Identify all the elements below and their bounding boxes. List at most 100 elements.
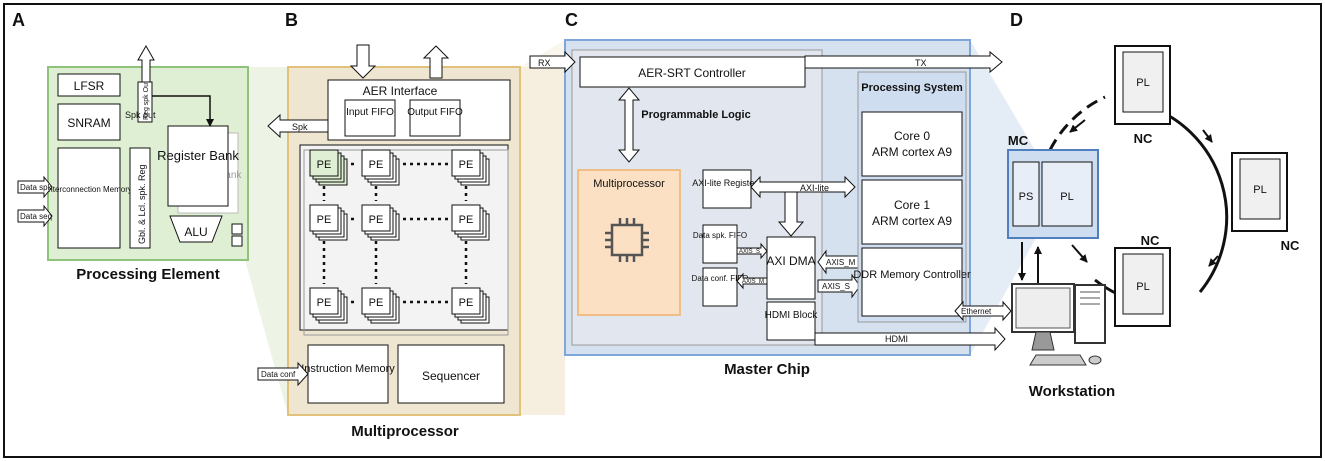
pe-stack-layer	[309, 287, 339, 315]
alu-side-box-2	[231, 235, 243, 247]
nc-top-pl	[1122, 51, 1164, 113]
data-conf-arrow	[257, 361, 309, 387]
panel-d-caption: Workstation	[1029, 383, 1115, 400]
tx-label: TX	[915, 58, 927, 68]
aer-input-arrow	[349, 44, 377, 79]
zoom-a-projection	[245, 67, 288, 415]
axis-m-right-label: AXIS_M	[826, 258, 856, 267]
nc-right-pl-label: PL	[1253, 184, 1266, 196]
ring-right	[1144, 103, 1229, 293]
panel-a-letter: A	[12, 10, 25, 30]
mc-label: MC	[1008, 133, 1029, 148]
outer-frame	[3, 3, 1322, 458]
interconnection-label: Interconnection Memory	[46, 185, 132, 194]
nc-top-label: NC	[1134, 131, 1153, 146]
pe-label: PE	[317, 214, 332, 226]
core1-block	[861, 179, 963, 245]
register-bank-label: Register Bank	[157, 148, 239, 163]
core1-label: Core 1	[894, 198, 930, 212]
axi-lite-arrow	[750, 175, 856, 199]
hdmi-arrow	[814, 326, 1006, 352]
axi-dma-down-arrow	[777, 191, 805, 237]
panel-d-letter: D	[1010, 10, 1023, 30]
core0-arm-label: ARM cortex A9	[872, 145, 952, 159]
sequencer-block	[397, 344, 505, 404]
spk-out-arrow	[137, 44, 155, 83]
reg-spk-out-label: Reg spk Out	[143, 81, 150, 120]
alu-block	[169, 215, 223, 243]
axis-s-right-label: AXIS_S	[822, 282, 850, 291]
axis-s-arrow-left	[736, 242, 768, 260]
pe-stack-layer	[451, 204, 481, 232]
input-fifo-label: Input FIFO	[346, 107, 394, 118]
spk-label: Spk	[292, 122, 308, 132]
data-conf-fifo-block	[702, 267, 738, 307]
instruction-memory-label: Instruction Memory	[301, 363, 395, 375]
data-seq-arrow	[17, 204, 53, 228]
mc-pl-label: PL	[1060, 191, 1073, 203]
tx-arrow	[804, 50, 1003, 74]
ethernet-label: Ethernet	[961, 307, 992, 316]
pe-label: PE	[317, 159, 332, 171]
interconnection-memory-block	[57, 147, 121, 249]
register-bank-block	[167, 125, 229, 207]
gbl-reg-label: Gbl. & Lcl. spk. Reg	[137, 164, 147, 244]
core1-arm-label: ARM cortex A9	[872, 214, 952, 228]
ring-arrow-1	[1069, 119, 1086, 133]
pl-vertical-arrow	[617, 87, 641, 163]
pe-label: PE	[369, 214, 384, 226]
processing-system-label: Processing System	[861, 82, 963, 94]
ring-arrow-2	[1202, 129, 1213, 143]
pe-label: PE	[459, 159, 474, 171]
programmable-logic-label: Programmable Logic	[641, 109, 750, 121]
panel-a-caption: Processing Element	[76, 266, 219, 283]
rx-label: RX	[538, 58, 551, 68]
alu-label: ALU	[184, 225, 207, 239]
rx-arrow	[529, 50, 576, 74]
snram-block	[57, 103, 121, 141]
data-spk-fifo-label: Data spk. FIFO	[693, 231, 747, 240]
panel-c-caption: Master Chip	[724, 361, 810, 378]
zoom-b-projection-2	[520, 40, 565, 415]
nc-bottom-label: NC	[1141, 233, 1160, 248]
nc-top-pl-label: PL	[1136, 77, 1149, 89]
lfsr-label: LFSR	[74, 79, 105, 93]
spk-arrow	[267, 113, 329, 139]
alu-side-box-1	[231, 223, 243, 235]
data-spk-fifo-block	[702, 224, 738, 264]
axi-dma-block	[766, 236, 816, 300]
multiprocessor-block	[577, 169, 681, 316]
axis-s-arrow-right	[817, 273, 861, 299]
pe-label: PE	[317, 297, 332, 309]
sequencer-label: Sequencer	[422, 369, 480, 383]
pe-label: PE	[369, 159, 384, 171]
core0-block	[861, 111, 963, 177]
axi-dma-label: AXI DMA	[766, 254, 815, 268]
axis-m-left-label: AXIS_M	[742, 279, 764, 285]
pe-label: PE	[459, 297, 474, 309]
pe-stack-layer	[309, 149, 339, 177]
data-seq-label: Data seq	[20, 212, 52, 221]
input-fifo-block	[344, 99, 396, 137]
nc-bottom-pl	[1122, 253, 1164, 315]
ring-dashed	[1048, 95, 1106, 151]
ring-arrow-3	[1208, 255, 1219, 267]
data-conf-fifo-label: Data conf. FIFO	[692, 274, 749, 283]
pe-label: PE	[459, 214, 474, 226]
pe-stack-layer	[309, 204, 339, 232]
aer-srt-controller	[579, 56, 806, 88]
mc-pl	[1041, 161, 1093, 227]
panel-c-letter: C	[565, 10, 578, 30]
reg-bank-feedback-arrow	[152, 95, 214, 127]
hdmi-block	[766, 301, 816, 341]
core0-label: Core 0	[894, 129, 930, 143]
lfsr-block	[57, 73, 121, 97]
pe-stack-layer	[361, 204, 391, 232]
spk-out-label: Spk out	[125, 110, 156, 120]
axis-m-arrow-left	[736, 272, 768, 290]
output-fifo-label: Output FIFO	[407, 107, 463, 118]
mc-ps	[1012, 161, 1040, 227]
